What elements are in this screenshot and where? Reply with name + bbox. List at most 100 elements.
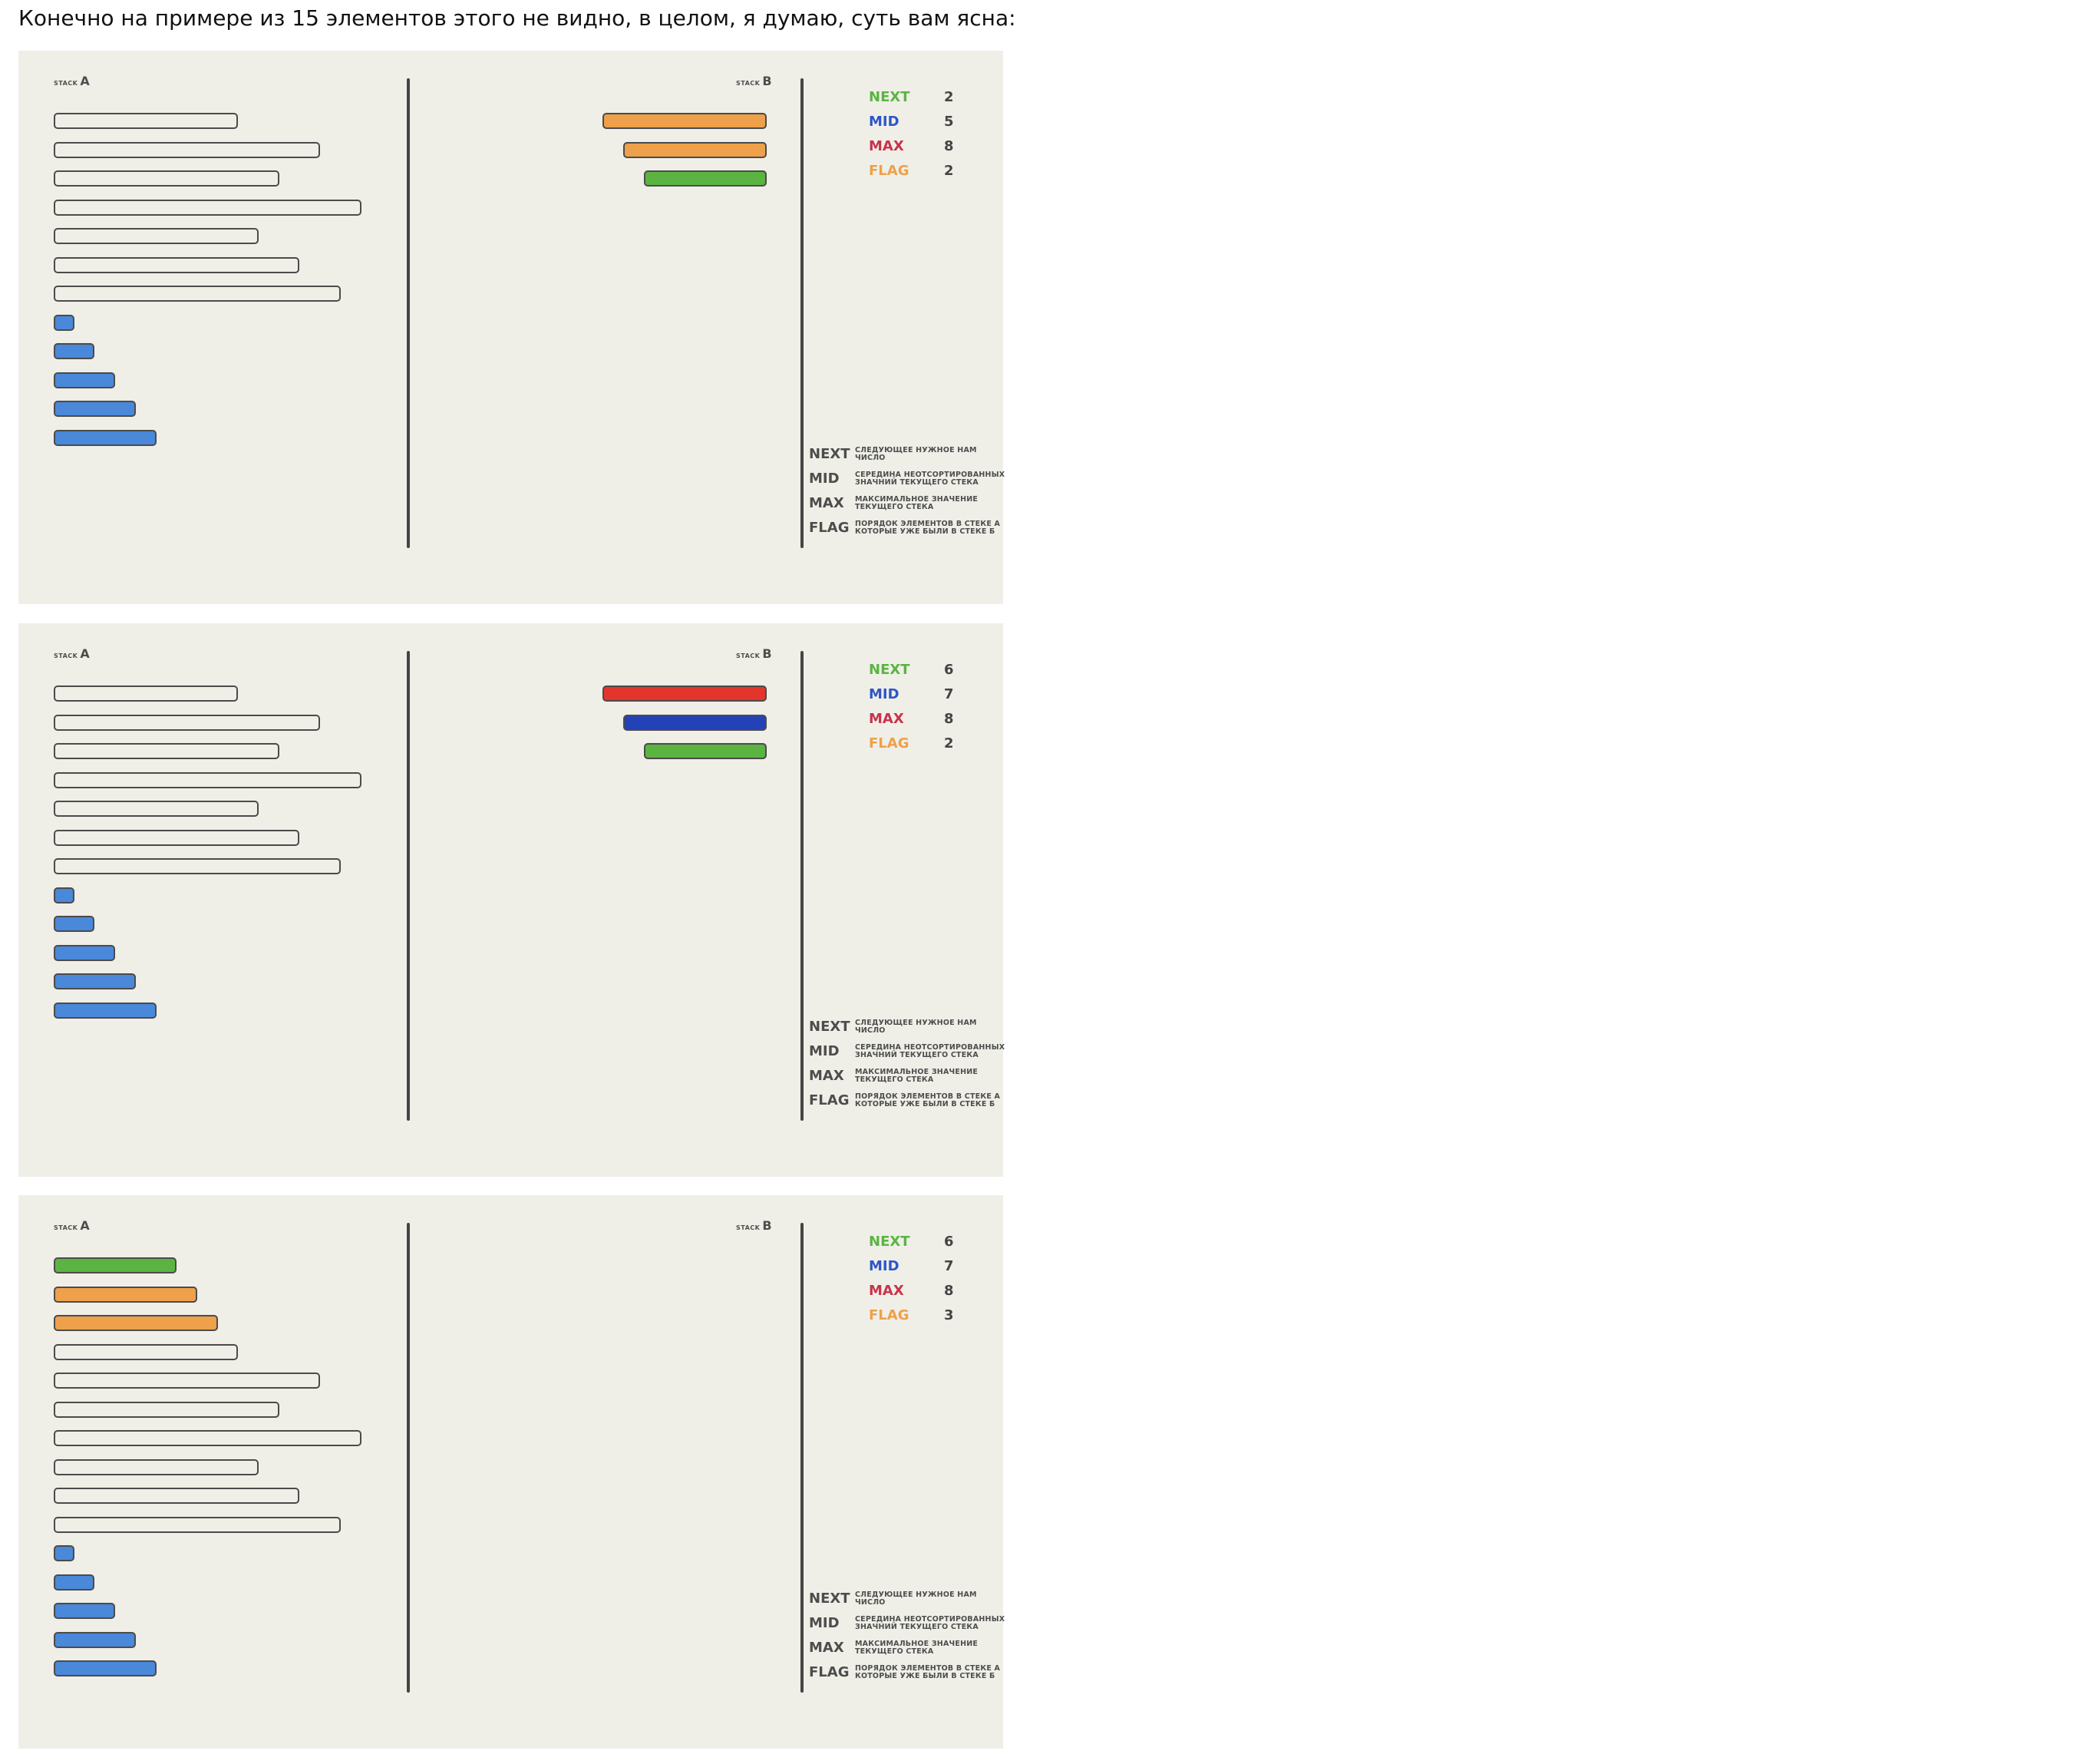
stack-a-element — [54, 1488, 300, 1504]
legend-key: MAX — [809, 1068, 844, 1084]
status-row-mid: MID 7 — [869, 686, 954, 705]
stack-b-divider — [800, 78, 804, 548]
status-row-max: MAX 8 — [869, 1283, 954, 1301]
stack-a-element — [54, 314, 74, 331]
intro-text: Конечно на примере из 15 элементов этого… — [18, 5, 1016, 31]
stack-a-divider — [407, 1223, 410, 1693]
status-key: MID — [869, 686, 899, 702]
stack-a-element — [54, 829, 300, 846]
stack-b-label-small: STACK — [736, 652, 761, 659]
stack-a-label-small: STACK — [54, 652, 78, 659]
status-key: FLAG — [869, 1307, 909, 1323]
status-value: 2 — [944, 89, 954, 105]
stack-b-label-small: STACK — [736, 80, 761, 87]
stack-a-element — [54, 1545, 74, 1561]
status-value: 8 — [944, 1283, 954, 1299]
stack-a-element — [54, 113, 239, 129]
legend-key: MAX — [809, 1640, 844, 1656]
stack-a-element — [54, 858, 341, 874]
legend-key: MAX — [809, 495, 844, 511]
legend-description: середина неотсортированных значний текущ… — [855, 471, 1005, 487]
status-row-flag: FLAG 3 — [869, 1307, 954, 1326]
stack-a-element — [54, 256, 300, 273]
stack-a-element — [54, 429, 157, 446]
stack-a-element — [54, 170, 279, 187]
status-key: MID — [869, 114, 899, 130]
stack-a-label-letter: A — [80, 74, 90, 88]
stack-a-divider — [407, 651, 410, 1121]
legend-description: максимальное значение текущего стека — [855, 495, 979, 511]
status-key: MAX — [869, 1283, 904, 1299]
stack-a-label-small: STACK — [54, 80, 78, 87]
stack-a-label-small: STACK — [54, 1224, 78, 1231]
status-value: 2 — [944, 163, 954, 179]
stack-a-element — [54, 771, 361, 788]
status-key: MAX — [869, 138, 904, 154]
legend-key: NEXT — [809, 446, 850, 462]
stack-b-element — [602, 113, 767, 129]
status-key: FLAG — [869, 163, 909, 179]
stack-a-element — [54, 1516, 341, 1533]
status-value: 7 — [944, 1258, 954, 1274]
stack-a-element — [54, 1373, 321, 1389]
stack-b-element — [623, 141, 767, 158]
stack-a-element — [54, 1660, 157, 1676]
stack-a-element — [54, 887, 74, 903]
stack-b-label-small: STACK — [736, 1224, 761, 1231]
legend-key: MID — [809, 471, 840, 487]
status-key: NEXT — [869, 89, 910, 105]
status-key: NEXT — [869, 662, 910, 678]
status-value: 6 — [944, 662, 954, 678]
legend-description: максимальное значение текущего стека — [855, 1640, 979, 1656]
stack-b-divider — [800, 1223, 804, 1693]
stack-a-element — [54, 199, 361, 216]
legend-description: следующее нужное нам число — [855, 446, 977, 462]
stack-a-element — [54, 1315, 218, 1331]
status-key: FLAG — [869, 735, 909, 752]
status-row-flag: FLAG 2 — [869, 163, 954, 181]
stack-a-element — [54, 141, 321, 158]
legend-description: середина неотсортированных значний текущ… — [855, 1615, 1005, 1631]
stack-a-element — [54, 1603, 116, 1619]
stack-a-divider — [407, 78, 410, 548]
status-value: 8 — [944, 138, 954, 154]
status-key: NEXT — [869, 1234, 910, 1250]
status-key: MID — [869, 1258, 899, 1274]
status-value: 5 — [944, 114, 954, 130]
status-value: 7 — [944, 686, 954, 702]
stack-a-element — [54, 1286, 197, 1303]
stack-b-element — [643, 170, 767, 187]
legend-key: NEXT — [809, 1591, 850, 1607]
stack-b-label-letter: B — [762, 646, 772, 661]
status-value: 3 — [944, 1307, 954, 1323]
stack-b-divider — [800, 651, 804, 1121]
stack-a-element — [54, 916, 95, 932]
stack-a-element — [54, 1458, 259, 1475]
stack-a-element — [54, 801, 259, 817]
status-value: 8 — [944, 711, 954, 727]
legend-key: FLAG — [809, 1664, 850, 1680]
stack-a-element — [54, 714, 321, 731]
stack-a-label-letter: A — [80, 1218, 90, 1233]
stack-a-element — [54, 372, 116, 388]
stack-a-element — [54, 944, 116, 961]
stack-b-element — [602, 685, 767, 702]
status-row-max: MAX 8 — [869, 138, 954, 157]
legend-description: следующее нужное нам число — [855, 1591, 977, 1607]
legend-key: MID — [809, 1615, 840, 1631]
stack-a-element — [54, 973, 136, 989]
legend-key: FLAG — [809, 1092, 850, 1108]
legend-description: порядок элементов в стеке А которые уже … — [855, 520, 1001, 536]
stack-b-label-letter: B — [762, 1218, 772, 1233]
stack-b-element — [643, 743, 767, 759]
stack-a-label-letter: A — [80, 646, 90, 661]
stack-a-element — [54, 1401, 279, 1418]
